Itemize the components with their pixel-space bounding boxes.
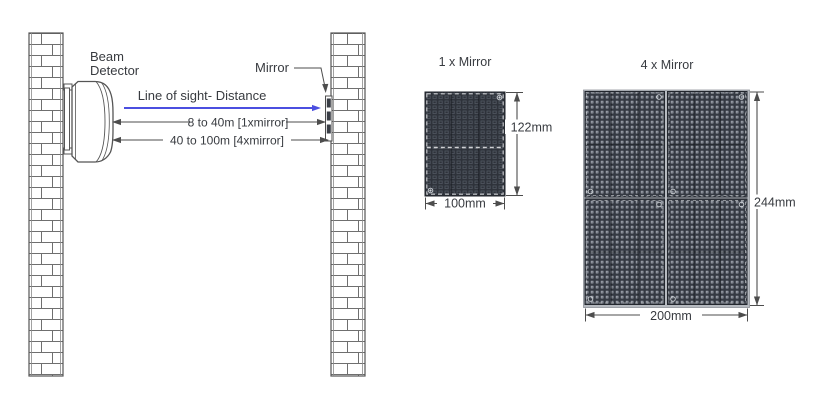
range-4x-dimension: 40 to 100m [4xmirror] [112,132,329,148]
mirror-4x-width-label: 200mm [650,309,692,323]
range-1x-dimension: 8 to 40m [1xmirror] [112,114,326,130]
mirror-1x-height-dimension: 122mm [505,92,558,196]
beam-detector-label-line2: Detector [90,63,140,78]
mirror-4x-panels [584,91,748,305]
mirror-1x-title: 1 x Mirror [439,55,492,69]
mirror-1x-height-label: 122mm [511,121,553,135]
beam-detector-label: Beam Detector [90,49,140,78]
wall-mirror [325,95,333,142]
mirror-4x-title: 4 x Mirror [641,58,694,72]
mirror-label-text: Mirror [255,60,290,75]
mirror-1x-graphic [424,91,506,197]
mirror-4x-width-dimension: 200mm [585,308,748,323]
mirror-1x-width-dimension: 100mm [425,196,505,211]
mirror-leader-line [294,67,326,89]
line-of-sight: Line of sight- Distance [124,88,321,112]
mirror-4x-height-label: 244mm [754,196,796,210]
right-wall [330,32,366,377]
left-wall [28,32,64,377]
mirror-1x-corner-screws [427,94,503,194]
mirror-leader-arrow [322,83,329,94]
beam-detector-label-line1: Beam [90,49,124,64]
beam-detector [63,80,114,163]
range-1x-label: 8 to 40m [1xmirror] [188,116,289,130]
mirror-label: Mirror [255,60,329,94]
mirror-4x-height-dimension: 244mm [750,91,807,306]
range-4x-label: 40 to 100m [4xmirror] [170,134,284,148]
mirror-1x-width-label: 100mm [444,197,486,211]
mirror-4x-graphic [583,89,750,308]
line-of-sight-arrowhead [312,104,321,112]
line-of-sight-label: Line of sight- Distance [138,88,267,103]
